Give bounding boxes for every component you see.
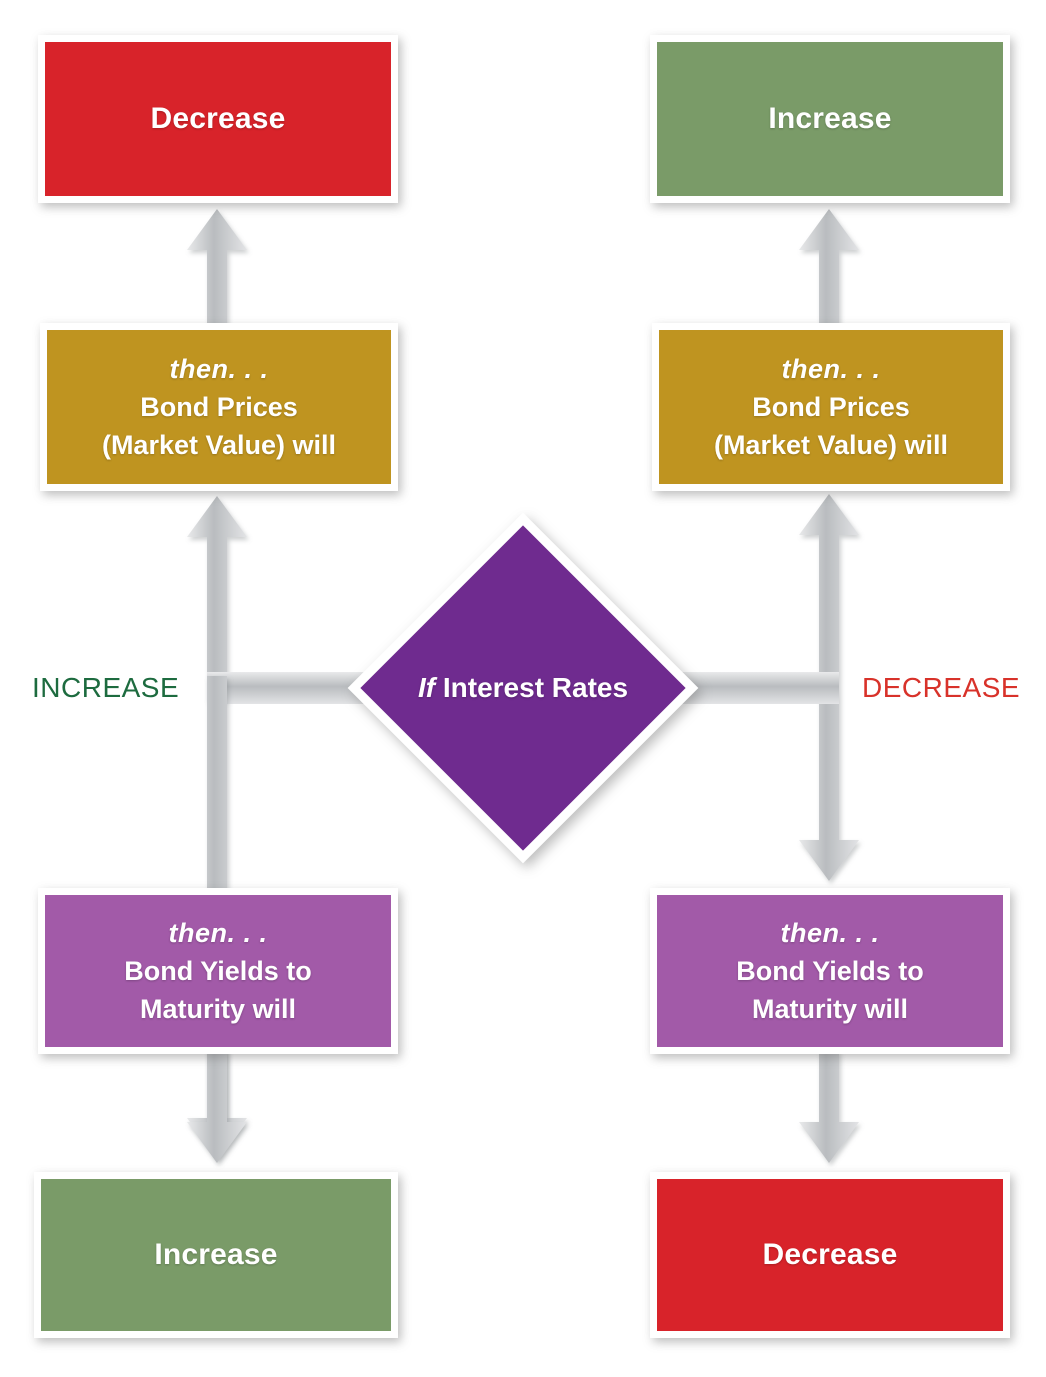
node-right-prices-line2: Bond Prices (752, 392, 910, 422)
node-left-prices-result-label: Decrease (45, 42, 391, 196)
node-right-yields[interactable]: then. . . Bond Yields to Maturity will (650, 888, 1010, 1054)
node-left-prices-result[interactable]: Decrease (38, 35, 398, 203)
node-if-interest-rates[interactable]: If Interest Rates (347, 512, 699, 864)
connector-right-horizontal (679, 672, 839, 704)
node-right-prices-result-label: Increase (657, 42, 1003, 196)
node-right-yields-result-label: Decrease (657, 1179, 1003, 1331)
node-right-yields-then: then. . . (780, 918, 880, 948)
node-right-yields-line2: Bond Yields to (736, 956, 924, 986)
node-right-yields-line3: Maturity will (751, 994, 908, 1024)
arrow-left-junction-to-prices (187, 496, 247, 700)
caption-increase: INCREASE (32, 672, 180, 703)
caption-decrease: DECREASE (862, 672, 1021, 703)
arrow-left-yields-to-result (187, 1050, 247, 1163)
node-left-yields-line2: Bond Yields to (124, 956, 312, 986)
node-left-prices[interactable]: then. . . Bond Prices (Market Value) wil… (40, 323, 398, 491)
node-if-interest-rates-label: If Interest Rates (418, 672, 628, 704)
node-right-yields-result[interactable]: Decrease (650, 1172, 1010, 1338)
node-right-prices-result[interactable]: Increase (650, 35, 1010, 203)
node-left-yields-line3: Maturity will (139, 994, 296, 1024)
node-left-yields-result-label: Increase (41, 1179, 391, 1331)
node-right-prices-line3: (Market Value) will (713, 430, 949, 460)
arrow-right-yields-to-result (799, 1050, 859, 1163)
if-word: If (417, 671, 436, 703)
node-left-yields-result[interactable]: Increase (34, 1172, 398, 1338)
interest-rates-text: Interest Rates (435, 671, 629, 703)
node-left-yields[interactable]: then. . . Bond Yields to Maturity will (38, 888, 398, 1054)
node-right-prices[interactable]: then. . . Bond Prices (Market Value) wil… (652, 323, 1010, 491)
arrow-right-prices-to-result (799, 209, 859, 325)
connector-left-horizontal (207, 672, 367, 704)
node-right-prices-then: then. . . (781, 354, 881, 384)
node-left-yields-then: then. . . (168, 918, 268, 948)
node-left-prices-line3: (Market Value) will (101, 430, 337, 460)
arrow-left-prices-to-result (187, 209, 247, 325)
node-left-prices-line2: Bond Prices (140, 392, 298, 422)
node-left-prices-then: then. . . (169, 354, 269, 384)
